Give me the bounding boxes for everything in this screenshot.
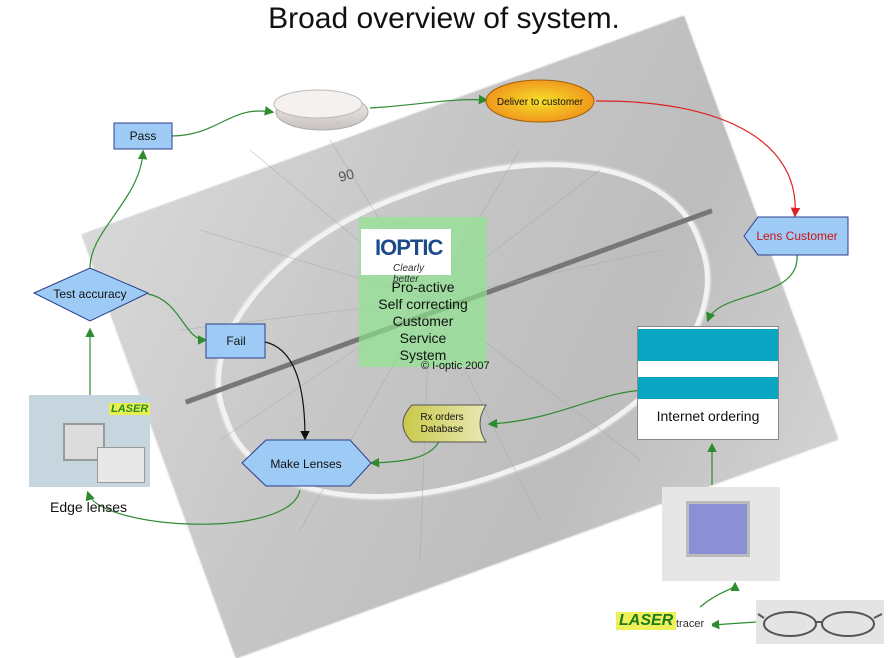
- rx-database-shape: [402, 404, 487, 443]
- eyeglass-frame-photo: [756, 600, 884, 644]
- pass-label: Pass: [130, 129, 157, 143]
- arrow-lenses-to-deliver: [369, 94, 489, 109]
- edging-machine-photo: LASER: [29, 395, 151, 487]
- ioptic-logo: IOPTIC Clearly better: [361, 229, 451, 285]
- system-line: Self correcting: [378, 296, 468, 312]
- laser-tracer-brand: LASER: [616, 612, 677, 630]
- lens-customer-shape: [743, 216, 849, 256]
- deliver-label: Deliver to customer: [497, 97, 584, 108]
- system-line: Pro-active: [391, 279, 455, 295]
- edger-machine: [97, 447, 145, 483]
- fail-box: [205, 323, 266, 359]
- laser-tracer-suffix: tracer: [676, 618, 705, 630]
- arrow-customer-to-internet: [706, 254, 798, 323]
- internet-ordering-label: Internet ordering: [656, 408, 760, 424]
- make-lenses-label: Make Lenses: [270, 457, 341, 471]
- monitor-screen: [686, 501, 750, 557]
- test-accuracy-label: Test accuracy: [53, 287, 126, 301]
- internet-ordering-screenshot: Internet ordering: [637, 326, 779, 440]
- arrow-deliver-to-customer: [595, 100, 801, 218]
- arrow-make-lenses-to-edge: [85, 489, 301, 525]
- computer-monitor-photo: [662, 487, 780, 581]
- arrow-frame-to-tracer: [709, 619, 757, 630]
- laser-brand-mark: LASER: [109, 403, 151, 415]
- deliver-ellipse: [485, 79, 595, 123]
- rx-database-label-line1: Rx orders: [420, 412, 463, 423]
- logo-tagline: Clearly better: [393, 263, 425, 285]
- arrow-test-to-fail: [147, 293, 208, 345]
- arrow-database-to-make-lenses: [369, 439, 441, 468]
- lens-customer-label: Lens Customer: [756, 229, 837, 243]
- arrow-test-to-pass: [89, 149, 148, 269]
- system-line: Customer: [392, 313, 454, 329]
- finished-lenses-image: [273, 89, 369, 131]
- page-title: Broad overview of system.: [268, 2, 620, 35]
- arrow-tracer-to-monitor: [699, 581, 740, 608]
- system-description: Pro-active Self correcting Customer Serv…: [359, 279, 487, 364]
- photo-angle-mark: 90: [337, 165, 356, 185]
- center-system-panel: IOPTIC Clearly better Pro-active Self co…: [359, 217, 490, 372]
- rx-database-label-line2: Database: [421, 424, 464, 435]
- system-line: Service: [399, 330, 447, 346]
- system-line: System: [399, 347, 447, 363]
- pass-box: [113, 122, 173, 150]
- arrow-pass-to-lenses: [171, 106, 275, 137]
- arrow-internet-to-database: [487, 389, 651, 429]
- arrow-fail-to-make-lenses: [264, 341, 310, 441]
- glasses-icon: [757, 611, 883, 637]
- laser-tracer-logo: LASER tracer: [616, 608, 712, 642]
- copyright-text: © I-optic 2007: [421, 360, 490, 372]
- fail-label: Fail: [226, 334, 245, 348]
- edge-lenses-label: Edge lenses: [50, 499, 128, 515]
- webpage-header-bar: [638, 329, 778, 361]
- test-accuracy-diamond: [32, 267, 150, 322]
- webpage-table-bar: [638, 377, 778, 399]
- make-lenses-shape: [241, 439, 372, 487]
- logo-wordmark: IOPTIC: [375, 235, 443, 260]
